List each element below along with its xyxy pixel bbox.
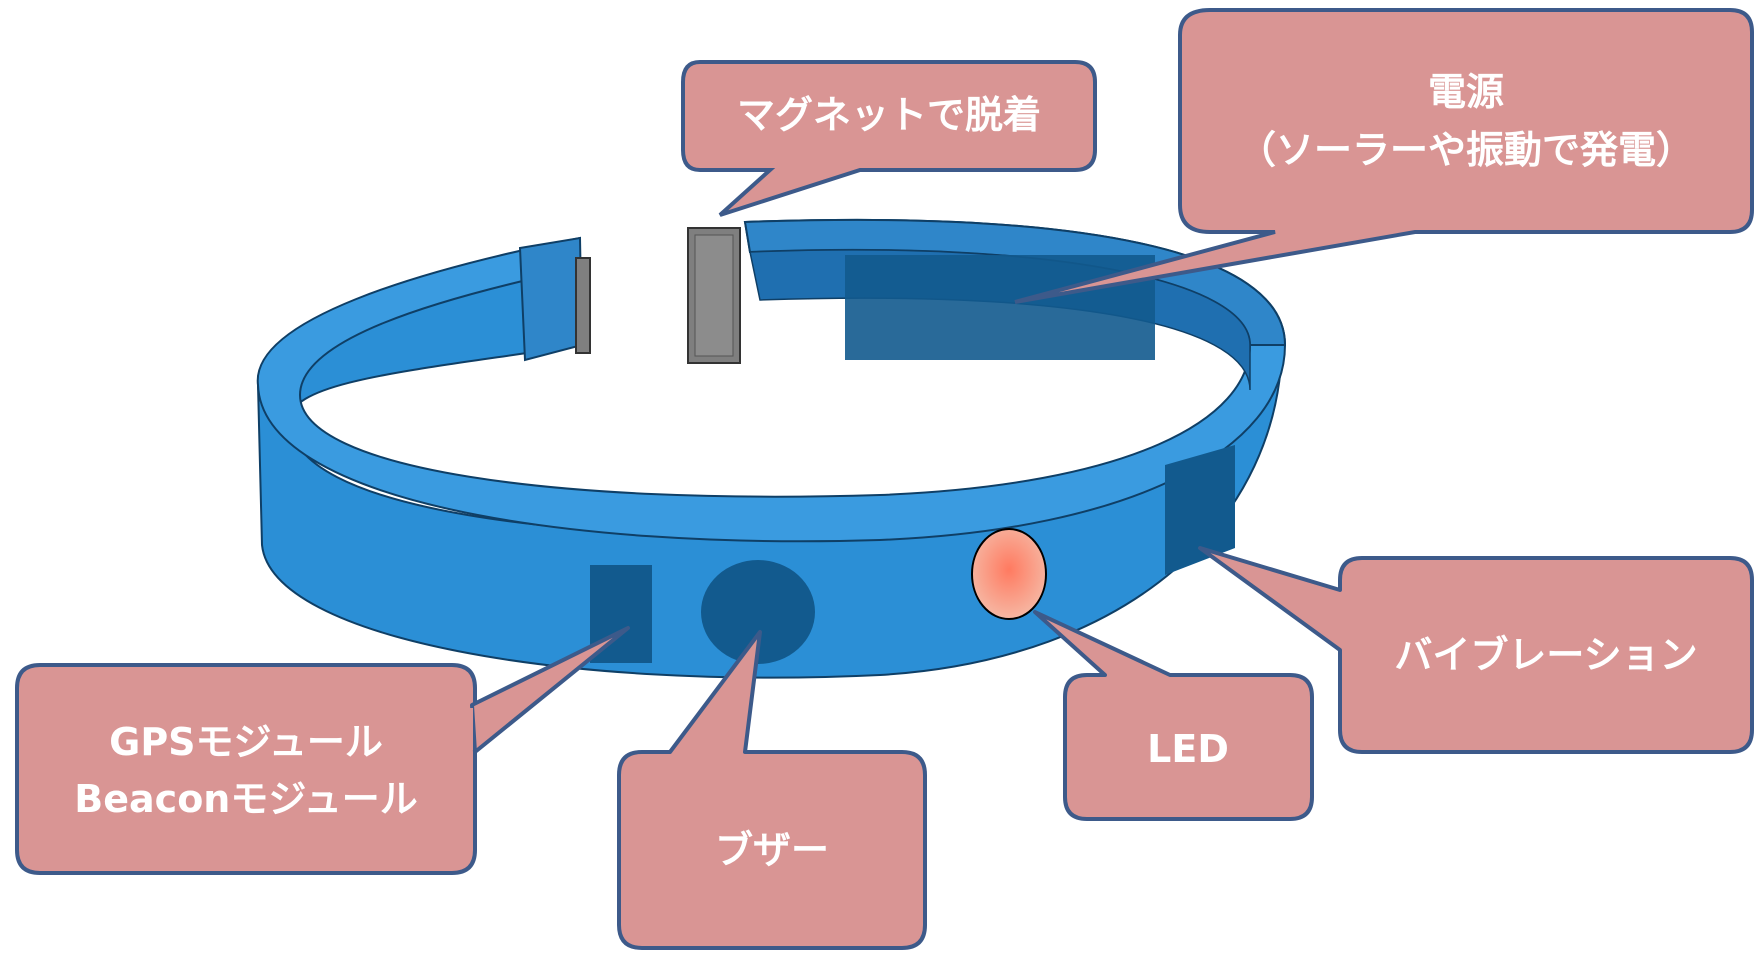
callout-gps-text-line1: GPSモジュール [109,720,383,764]
buzzer-recess [701,560,815,664]
magnet-connector-left [575,257,591,354]
callout-led: LED [1033,610,1314,821]
callout-power-text-line1: 電源 [1428,70,1504,114]
callout-led-text: LED [1147,727,1229,771]
callout-gps-text-line2: Beaconモジュール [74,777,417,821]
callout-gps: GPSモジュール Beaconモジュール [15,626,630,875]
callout-vibration: バイブレーション [1198,546,1754,754]
callout-buzzer: ブザー [617,630,927,950]
vibration-module-recess [1165,445,1235,575]
callout-power-bubble [1014,8,1754,304]
callout-power: 電源 （ソーラーや振動で発電） [1014,8,1754,304]
callout-gps-bubble [15,663,477,875]
magnet-connector-right-face [694,234,734,357]
callout-power-text-line2: （ソーラーや振動で発電） [1238,128,1694,172]
callout-buzzer-text: ブザー [715,828,829,872]
callout-magnet-text: マグネットで脱着 [737,93,1041,137]
callout-magnet: マグネットで脱着 [681,60,1097,217]
power-module-recess [845,255,1155,360]
callout-buzzer-bubble [617,630,927,950]
band-left-end [518,236,584,362]
wristband [256,218,1287,679]
led-light [971,528,1047,620]
callout-magnet-bubble [681,60,1097,217]
callout-led-bubble [1033,610,1314,821]
callout-gps-pointer [470,626,630,754]
callout-vibration-bubble [1198,546,1754,754]
callout-vibration-text: バイブレーション [1394,633,1697,677]
